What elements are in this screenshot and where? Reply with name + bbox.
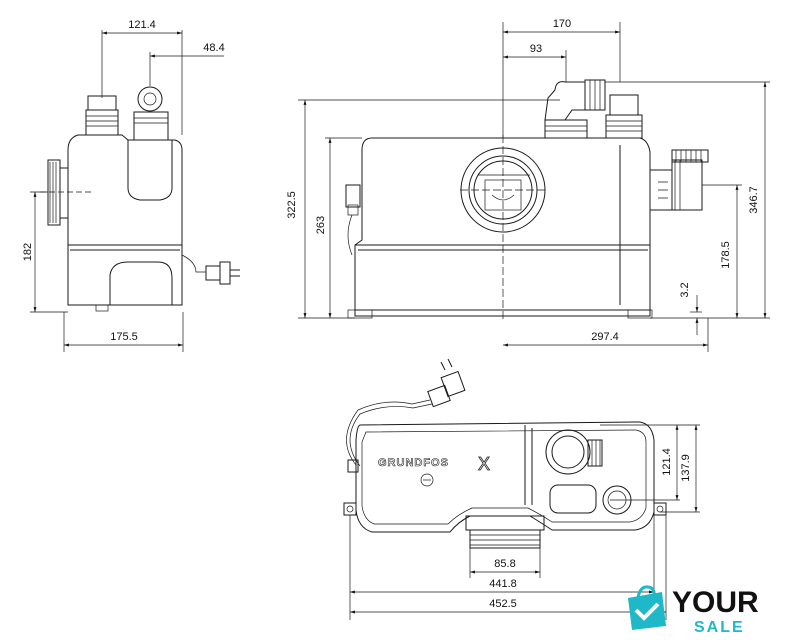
your-sale-watermark: YOUR SALE — [628, 585, 759, 636]
front-dimensions: 170 93 322.5 263 346.7 178.5 3.2 297.4 — [286, 18, 770, 352]
dim-front-top-width: 170 — [553, 18, 571, 30]
watermark-line2: SALE — [694, 619, 745, 636]
watermark-line1: YOUR — [672, 586, 759, 619]
dim-front-total-height: 322.5 — [286, 191, 298, 219]
top-view: GRUNDFOS X — [343, 358, 667, 549]
dim-side-top-width: 121.4 — [128, 19, 156, 31]
dim-front-base-width: 297.4 — [591, 331, 619, 343]
dim-side-height: 182 — [22, 243, 34, 261]
dim-top-outlet-width: 85.8 — [494, 558, 515, 570]
dim-right-outlet-height: 178.5 — [720, 241, 732, 269]
dim-side-base-width: 175.5 — [110, 331, 138, 343]
brand-symbol: X — [478, 454, 490, 474]
front-view — [345, 79, 709, 320]
brand-mark: GRUNDFOS — [378, 457, 449, 469]
dim-right-total-height: 346.7 — [748, 186, 760, 214]
shopping-bag-icon — [628, 585, 666, 630]
dim-top-depth-b: 137.9 — [680, 454, 692, 482]
dim-front-top-offset: 93 — [530, 43, 542, 55]
dim-side-top-offset: 48.4 — [203, 42, 224, 54]
dim-top-width-b: 452.5 — [489, 598, 517, 610]
top-dimensions: 121.4 137.9 85.8 441.8 452.5 — [349, 424, 700, 620]
dim-right-small: 3.2 — [679, 282, 691, 297]
dim-top-depth-a: 121.4 — [661, 448, 673, 476]
dim-front-body-height: 263 — [315, 216, 327, 234]
dim-top-width-a: 441.8 — [489, 578, 517, 590]
side-view — [40, 86, 240, 312]
side-dimensions: 121.4 48.4 182 175.5 — [22, 19, 225, 352]
